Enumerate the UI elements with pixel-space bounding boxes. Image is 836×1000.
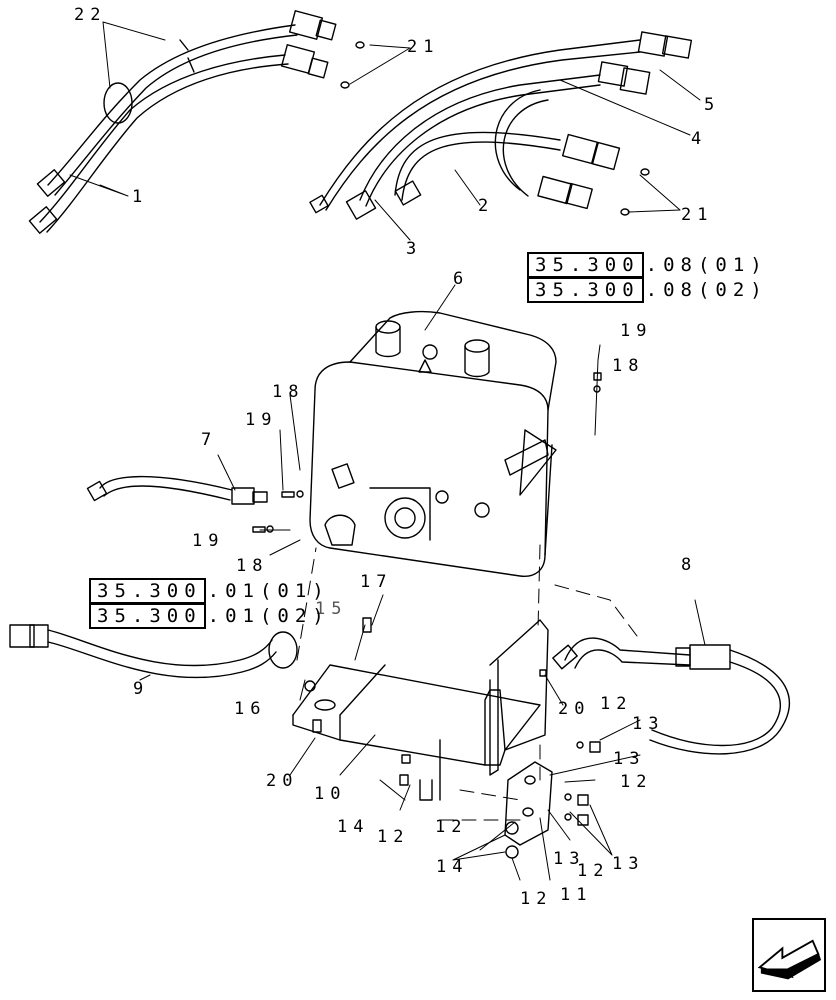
previous-page-button[interactable] <box>752 918 826 992</box>
callout-10: 10 <box>314 784 347 804</box>
callout-14: 14 <box>436 857 469 877</box>
leader-lines <box>69 21 706 881</box>
callout-19: 19 <box>620 321 653 341</box>
callout-13: 13 <box>612 854 645 874</box>
callout-6: 6 <box>453 269 470 289</box>
callout-13: 13 <box>613 749 646 769</box>
tank-frame <box>292 619 549 801</box>
callout-12: 12 <box>520 889 553 909</box>
reference-link-08-02[interactable]: 35.300 .08(02) <box>527 277 768 303</box>
hose-9 <box>9 624 298 679</box>
callout-12: 12 <box>435 817 468 837</box>
callout-12: 12 <box>577 861 610 881</box>
callout-13: 13 <box>553 849 586 869</box>
mount-bracket <box>504 761 553 846</box>
hydraulic-tank <box>309 310 557 577</box>
reference-link-08-01[interactable]: 35.300 .08(01) <box>527 252 768 278</box>
reference-suffix: .08(02) <box>645 279 768 301</box>
callout-4: 4 <box>691 129 708 149</box>
fasteners <box>252 372 602 859</box>
callout-13: 13 <box>632 714 665 734</box>
callout-20: 20 <box>558 699 591 719</box>
hose-assembly-2 <box>309 31 693 220</box>
callout-8: 8 <box>681 555 698 575</box>
callout-2: 2 <box>478 196 495 216</box>
callout-21: 21 <box>681 205 714 225</box>
callout-15: 15 <box>315 599 348 619</box>
callout-12: 12 <box>377 827 410 847</box>
callout-9: 9 <box>133 679 150 699</box>
callout-18: 18 <box>612 356 645 376</box>
reference-code: 35.300 <box>89 603 206 629</box>
dashed-lines <box>296 544 641 821</box>
callout-5: 5 <box>704 95 721 115</box>
callout-19: 19 <box>192 531 225 551</box>
arrow-down-left-icon <box>757 939 822 980</box>
reference-code: 35.300 <box>527 277 644 303</box>
reference-suffix: .08(01) <box>645 254 768 276</box>
callout-21: 21 <box>407 37 440 57</box>
reference-code: 35.300 <box>527 252 644 278</box>
hose-assembly-1 <box>28 10 365 234</box>
callout-18: 18 <box>236 556 269 576</box>
callout-14: 14 <box>337 817 370 837</box>
callout-1: 1 <box>132 187 149 207</box>
callout-11: 11 <box>560 885 593 905</box>
callout-12: 12 <box>620 772 653 792</box>
hose-8 <box>552 637 790 755</box>
callout-20: 20 <box>266 771 299 791</box>
callout-7: 7 <box>201 430 218 450</box>
reference-code: 35.300 <box>89 578 206 604</box>
reference-link-01-01[interactable]: 35.300 .01(01) <box>89 578 330 604</box>
callout-16: 16 <box>234 699 267 719</box>
callout-18: 18 <box>272 382 305 402</box>
reference-suffix: .01(01) <box>207 580 330 602</box>
callout-12: 12 <box>600 694 633 714</box>
reference-link-01-02[interactable]: 35.300 .01(02) <box>89 603 330 629</box>
callout-3: 3 <box>406 239 423 259</box>
callout-17: 17 <box>360 572 393 592</box>
reference-suffix: .01(02) <box>207 605 330 627</box>
callout-22: 22 <box>74 5 107 25</box>
callout-19: 19 <box>245 410 278 430</box>
hose-7 <box>86 475 268 505</box>
